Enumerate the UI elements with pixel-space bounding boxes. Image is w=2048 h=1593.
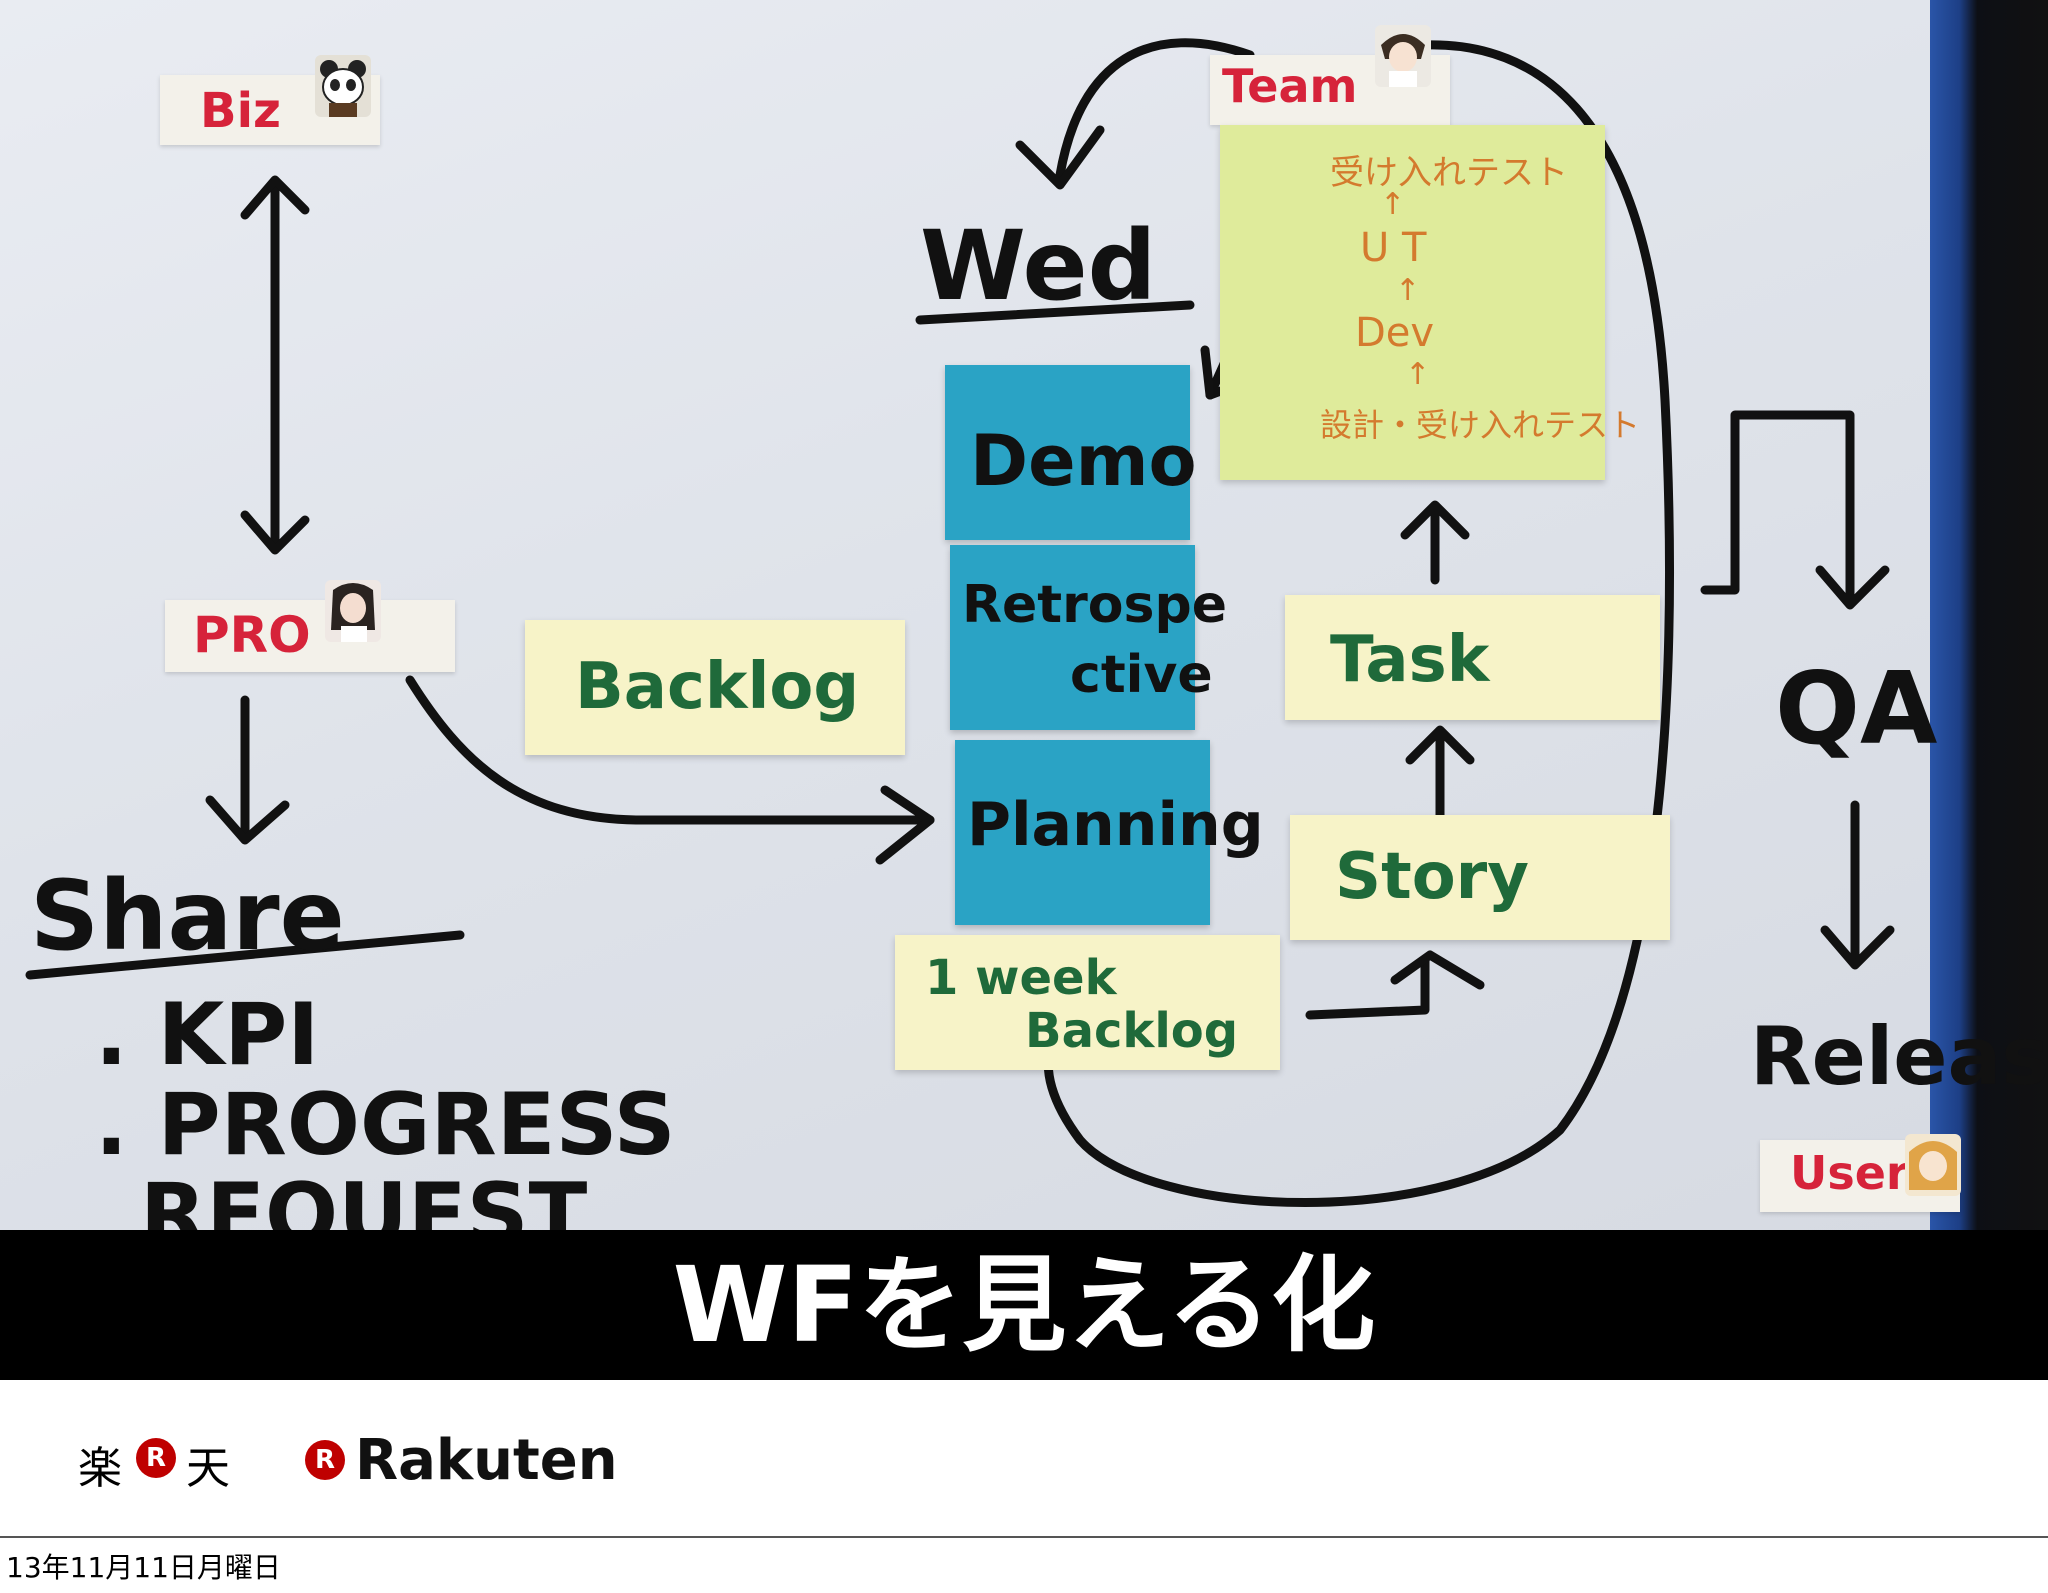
story-arrowhead — [1390, 950, 1485, 990]
logo-r-badge: R — [136, 1438, 176, 1478]
pro-planning-arrow — [405, 675, 935, 825]
qa-label: QA — [1775, 650, 1938, 767]
ut-label: U T — [1360, 225, 1427, 271]
biz-label: Biz — [200, 83, 281, 139]
process-sticky: 受け入れテスト ↑ U T ↑ Dev ↑ 設計・受け入れテスト — [1220, 125, 1640, 480]
planning-arrowhead — [875, 785, 935, 865]
qa-arrowhead — [1815, 565, 1890, 610]
one-week-label: 1 week — [925, 950, 1117, 1006]
team-label: Team — [1222, 59, 1358, 113]
retrospective-sticky: Retrospe ctive — [950, 545, 1227, 730]
backlog-sticky: Backlog — [525, 620, 905, 755]
wed-underline — [915, 300, 1195, 325]
task-label: Task — [1330, 623, 1490, 697]
footer-date: 13年11月11日月曜日 — [6, 1551, 281, 1584]
dev-label: Dev — [1355, 310, 1435, 356]
acceptance-test-label: 受け入れテスト — [1330, 153, 1568, 193]
one-week-backlog-sticky: 1 week Backlog — [895, 935, 1280, 1070]
demo-sticky: Demo — [945, 365, 1197, 540]
share-item-progress: . PROGRESS — [95, 1075, 676, 1175]
task-arrowhead — [1405, 725, 1475, 765]
story-label: Story — [1335, 840, 1529, 914]
title-band — [0, 1230, 2048, 1380]
release-label: Release — [1750, 1010, 2048, 1103]
user-label: User — [1790, 1146, 1909, 1200]
retro-label-line2: ctive — [1070, 645, 1213, 705]
pro-avatar — [325, 580, 381, 642]
task-sticky: Task — [1285, 595, 1660, 720]
team-tag: Team — [1210, 25, 1450, 125]
share-item-request: REQUEST — [140, 1165, 588, 1230]
flow-arrow-3: ↑ — [1405, 357, 1431, 392]
rakuten-wordmark-logo: R Rakuten — [305, 1428, 685, 1493]
demo-label: Demo — [970, 420, 1197, 502]
slide-title: WFを見える化 — [672, 1244, 1376, 1366]
flow-arrow-1: ↑ — [1380, 187, 1406, 222]
green-arrowhead — [1400, 500, 1470, 540]
biz-arrowhead — [240, 175, 310, 220]
backlog-label: Backlog — [575, 650, 860, 724]
share-item-kpi: . KPI — [95, 985, 320, 1085]
week-backlog-label: Backlog — [1025, 1003, 1239, 1059]
wordmark-r-badge: R — [305, 1440, 345, 1480]
loop-arrowhead — [1015, 125, 1105, 190]
retro-label-line1: Retrospe — [962, 575, 1227, 635]
share-heading: Share — [30, 860, 345, 972]
week-story-arrow — [1305, 955, 1430, 1020]
story-sticky: Story — [1290, 815, 1670, 940]
user-tag: User — [1760, 1134, 1961, 1212]
design-label: 設計・受け入れテスト — [1320, 406, 1641, 444]
pro-tag: PRO — [165, 580, 455, 672]
flow-arrow-2: ↑ — [1395, 273, 1421, 308]
logo-kanji-right: 天 — [186, 1443, 230, 1494]
slide: Biz PRO Team User Wed Dem — [0, 0, 2048, 1494]
user-avatar — [1905, 1134, 1961, 1196]
share-underline — [25, 930, 465, 980]
release-arrowhead — [1820, 925, 1895, 970]
pro-arrowhead — [240, 510, 310, 555]
whiteboard-photo: Biz PRO Team User Wed Dem — [0, 0, 2048, 1230]
biz-tag: Biz — [160, 55, 380, 145]
share-arrowhead — [205, 795, 290, 845]
team-avatar — [1375, 25, 1431, 87]
planning-sticky: Planning — [955, 740, 1264, 925]
wordmark-text: Rakuten — [355, 1428, 618, 1493]
wed-label: Wed — [920, 210, 1157, 322]
footer-divider — [0, 1536, 2048, 1538]
loop-top-arrow — [1055, 38, 1255, 180]
planning-label: Planning — [967, 790, 1264, 860]
pro-label: PRO — [193, 606, 311, 664]
logo-kanji-left: 楽 — [78, 1443, 122, 1494]
whiteboard-frame — [1930, 0, 2048, 1230]
qa-branch — [1700, 410, 1855, 605]
panda-avatar — [315, 55, 371, 117]
